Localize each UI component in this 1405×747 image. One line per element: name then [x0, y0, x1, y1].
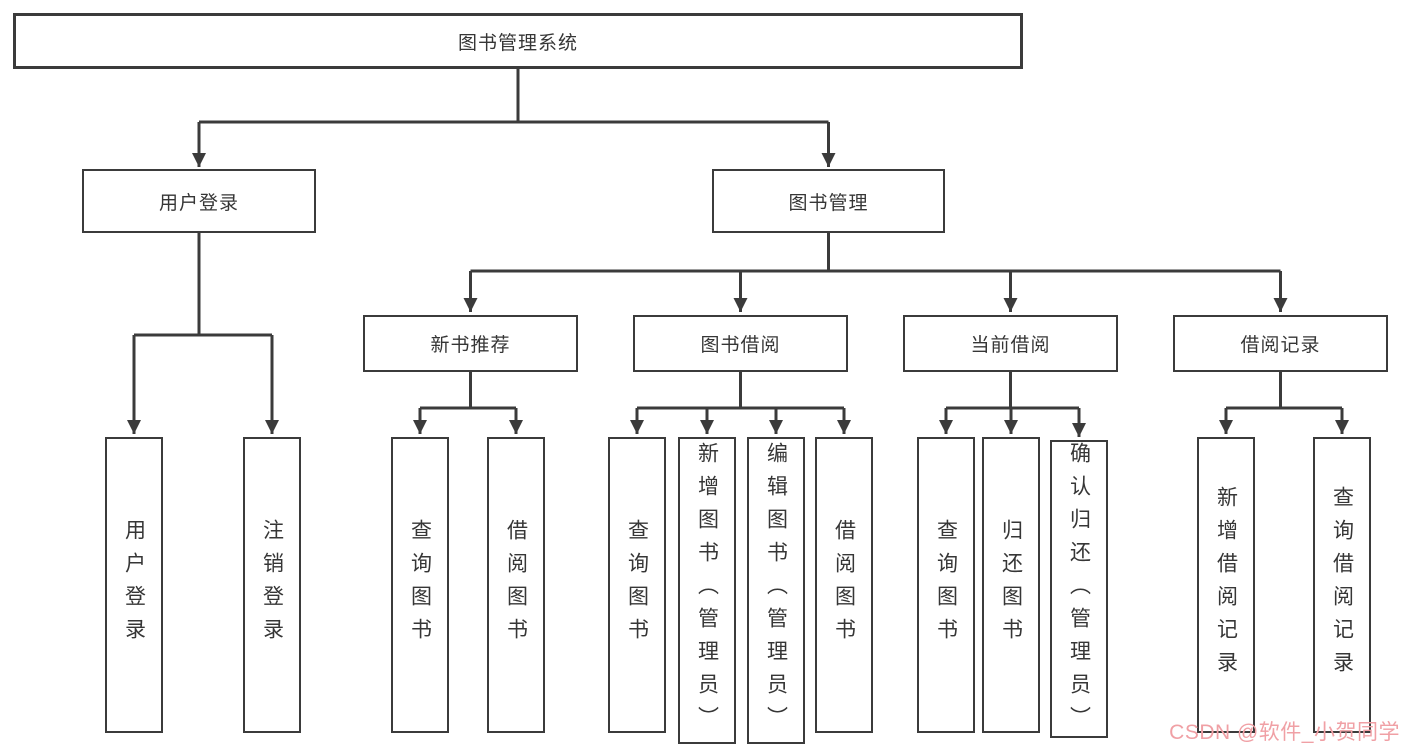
node-new-book-recommend: 新书推荐 [363, 315, 578, 372]
leaf-query-books-1: 查询图书 [391, 437, 449, 733]
leaf-query-books-2: 查询图书 [608, 437, 666, 733]
leaf-label: 编辑图书（管理员） [764, 442, 788, 739]
leaf-edit-book-admin: 编辑图书（管理员） [747, 437, 805, 744]
csdn-watermark: CSDN @软件_小贺同学 [1169, 721, 1400, 744]
node-book-management: 图书管理 [712, 169, 945, 233]
leaf-label: 查询图书 [934, 519, 958, 651]
leaf-label: 归还图书 [999, 519, 1023, 651]
leaf-label: 查询借阅记录 [1330, 486, 1354, 684]
leaf-label: 新增借阅记录 [1214, 486, 1238, 684]
leaf-borrow-books-2: 借阅图书 [815, 437, 873, 733]
leaf-add-book-admin: 新增图书（管理员） [678, 437, 736, 744]
leaf-label: 确认归还（管理员） [1067, 442, 1091, 739]
leaf-label: 新增图书（管理员） [695, 442, 719, 739]
leaf-query-books-3: 查询图书 [917, 437, 975, 733]
leaf-borrow-books-1: 借阅图书 [487, 437, 545, 733]
leaf-user-login: 用户登录 [105, 437, 163, 733]
node-borrowing-records: 借阅记录 [1173, 315, 1388, 372]
leaf-label: 用户登录 [122, 519, 146, 651]
leaf-add-borrow-record: 新增借阅记录 [1197, 437, 1255, 733]
leaf-label: 查询图书 [408, 519, 432, 651]
leaf-return-books: 归还图书 [982, 437, 1040, 733]
leaf-label: 借阅图书 [832, 519, 856, 651]
node-user-login: 用户登录 [82, 169, 316, 233]
node-current-borrowing: 当前借阅 [903, 315, 1118, 372]
leaf-label: 查询图书 [625, 519, 649, 651]
leaf-logout-login: 注销登录 [243, 437, 301, 733]
node-library-management-system: 图书管理系统 [13, 13, 1023, 69]
leaf-query-borrow-record: 查询借阅记录 [1313, 437, 1371, 733]
node-book-borrowing: 图书借阅 [633, 315, 848, 372]
leaf-confirm-return-admin: 确认归还（管理员） [1050, 440, 1108, 739]
leaf-label: 注销登录 [260, 519, 284, 651]
leaf-label: 借阅图书 [504, 519, 528, 651]
